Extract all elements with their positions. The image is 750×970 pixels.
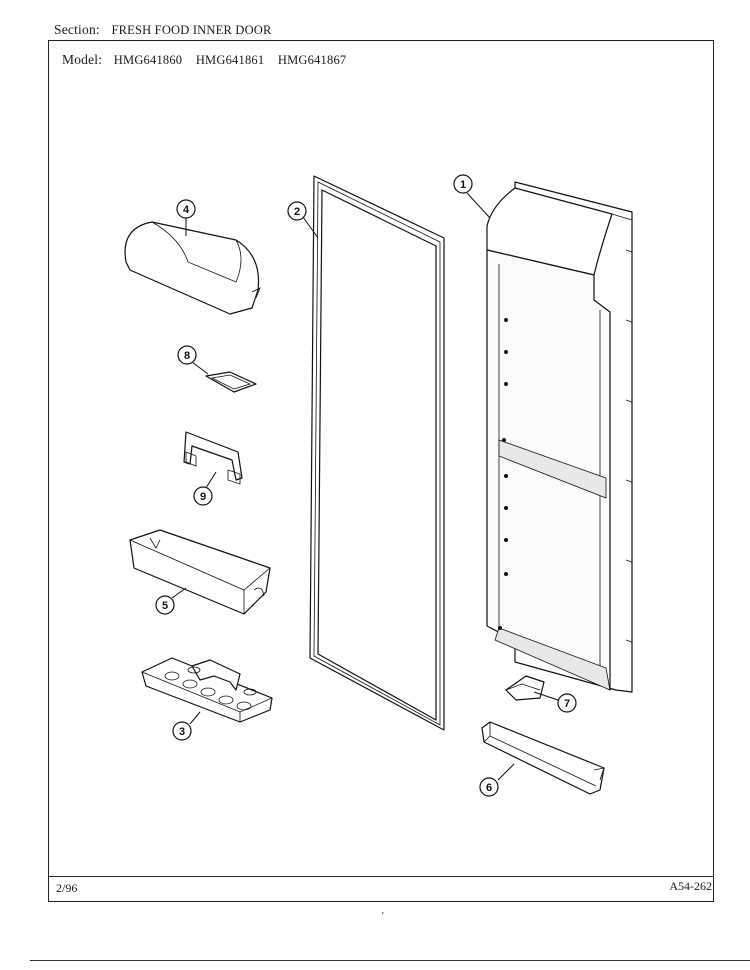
section-value: FRESH FOOD INNER DOOR — [111, 23, 272, 37]
part-door-shelf — [129, 529, 271, 615]
callout-4: 4 — [176, 199, 196, 219]
model-number-3: HMG641867 — [277, 53, 347, 67]
callout-7: 7 — [557, 693, 577, 713]
svg-text:9: 9 — [200, 491, 206, 503]
svg-text:7: 7 — [564, 698, 570, 710]
part-inner-door-liner — [486, 181, 633, 693]
svg-text:5: 5 — [162, 600, 168, 612]
model-label: Model: — [62, 52, 103, 67]
footer-reference: A54-262 — [669, 879, 712, 893]
footer-divider — [48, 876, 714, 877]
part-dairy-door — [124, 221, 261, 315]
leader-lines — [171, 192, 559, 781]
model-heading: Model: HMG641860 HMG641861 HMG641867 — [62, 52, 356, 68]
svg-text:2: 2 — [294, 206, 300, 218]
svg-text:4: 4 — [183, 204, 190, 216]
callout-8: 8 — [177, 345, 197, 365]
part-shelf-bracket — [505, 675, 545, 701]
callout-6: 6 — [479, 777, 499, 797]
section-label: Section: — [54, 22, 100, 37]
footer-date: 2/96 — [56, 881, 78, 895]
part-egg-tray — [141, 657, 273, 723]
callout-9: 9 — [193, 486, 213, 506]
model-number-1: HMG641860 — [113, 53, 183, 67]
svg-text:8: 8 — [184, 350, 190, 362]
part-small-tray — [205, 371, 257, 393]
page-bottom-rule — [30, 960, 750, 961]
model-number-2: HMG641861 — [195, 53, 265, 67]
part-lower-door-shelf — [481, 721, 605, 795]
callout-1: 1 — [453, 174, 473, 194]
callout-3: 3 — [172, 721, 192, 741]
callout-5: 5 — [155, 595, 175, 615]
svg-text:1: 1 — [460, 179, 466, 191]
svg-text:6: 6 — [486, 782, 492, 794]
svg-text:3: 3 — [179, 726, 185, 738]
diagram-frame — [48, 40, 714, 902]
section-heading: Section: FRESH FOOD INNER DOOR — [54, 22, 282, 38]
part-door-gasket — [309, 175, 445, 731]
part-shelf-retainer — [183, 431, 243, 485]
callout-2: 2 — [287, 201, 307, 221]
stray-mark: ' — [381, 910, 384, 922]
